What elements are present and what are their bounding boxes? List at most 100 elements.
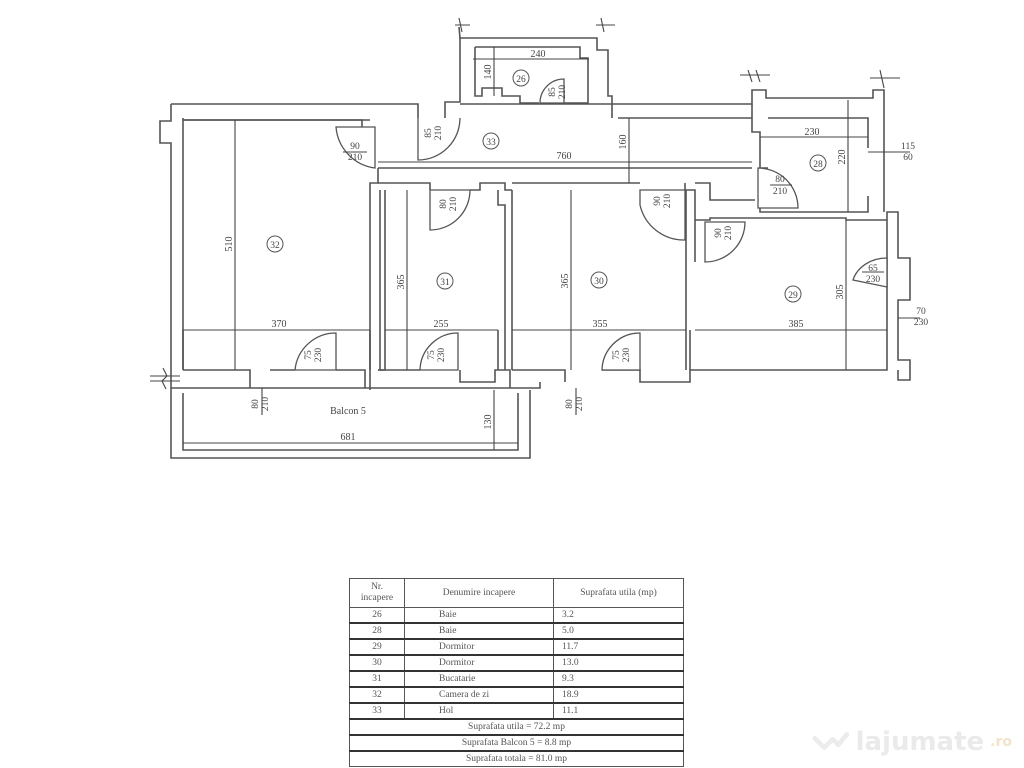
summary-row: Suprafata totala = 81.0 mp (349, 750, 684, 767)
dimension-labels: 240 140 760 160 230 220 510 370 365 255 … (224, 49, 848, 443)
room-name-cell: Hol (404, 702, 554, 720)
room-area-cell: 5.0 (553, 622, 684, 640)
room-name-cell: Baie (404, 607, 554, 624)
room-area-cell: 9.3 (553, 670, 684, 688)
door-height: 210 (449, 197, 459, 212)
room-number: 28 (813, 160, 823, 170)
table-row: 31 Bucatarie 9.3 (349, 670, 684, 688)
room-number: 31 (440, 278, 450, 288)
header-room-number: Nr. incapere (349, 578, 405, 608)
room-number: 26 (516, 75, 526, 85)
window-width: 80 (251, 399, 261, 409)
dimension-lines (183, 47, 920, 450)
dim-label: 385 (789, 319, 804, 330)
watermark-tld: .ro (990, 734, 1012, 750)
door-height: 210 (558, 85, 568, 100)
dim-label: 230 (805, 127, 820, 138)
dim-label: 140 (483, 65, 494, 80)
room-name-cell: Bucatarie (404, 670, 554, 688)
floor-plan: 26 28 29 30 31 32 33 240 140 760 160 230… (150, 17, 928, 459)
window-height: 230 (866, 275, 881, 285)
dim-label: 365 (560, 274, 571, 289)
door-height: 230 (622, 348, 632, 363)
door-height: 230 (437, 348, 447, 363)
watermark-brand: lajumate (855, 727, 985, 757)
handshake-icon (812, 732, 850, 750)
table-row: 30 Dormitor 13.0 (349, 654, 684, 672)
room-number: 32 (270, 241, 280, 251)
dim-label: 370 (272, 319, 287, 330)
table-row: 33 Hol 11.1 (349, 702, 684, 720)
room-numbers: 26 28 29 30 31 32 33 (270, 75, 823, 301)
room-number-cell: 30 (349, 654, 405, 672)
floor-plan-drawing: 26 28 29 30 31 32 33 240 140 760 160 230… (150, 17, 928, 459)
door-height: 210 (434, 126, 444, 141)
room-area-cell: 11.1 (553, 702, 684, 720)
room-area-cell: 18.9 (553, 686, 684, 704)
door-swings (294, 78, 888, 371)
window-height: 230 (914, 318, 929, 328)
room-name-cell: Dormitor (404, 638, 554, 656)
door-height: 230 (314, 348, 324, 363)
door-width: 90 (714, 228, 724, 238)
door-width: 90 (350, 142, 360, 152)
balcony-outline (170, 388, 531, 459)
table-row: 29 Dormitor 11.7 (349, 638, 684, 656)
door-width: 75 (304, 350, 314, 360)
door-width: 90 (653, 196, 663, 206)
balcony-label: Balcon 5 (330, 406, 366, 417)
room-number-cell: 29 (349, 638, 405, 656)
door-width: 80 (439, 199, 449, 209)
dim-label: 255 (434, 319, 449, 330)
door-width: 85 (548, 87, 558, 97)
room-name-cell: Dormitor (404, 654, 554, 672)
door-height: 210 (348, 153, 363, 163)
room-number-cell: 32 (349, 686, 405, 704)
window-height: 210 (575, 397, 585, 412)
dim-label: 681 (341, 432, 356, 443)
window-width: 65 (868, 264, 878, 274)
door-height: 210 (663, 194, 673, 209)
window-width: 80 (565, 399, 575, 409)
dim-label: 355 (593, 319, 608, 330)
dim-label: 365 (396, 275, 407, 290)
room-number-cell: 26 (349, 607, 405, 624)
dim-label: 220 (837, 150, 848, 165)
door-width: 85 (424, 128, 434, 138)
room-area-cell: 13.0 (553, 654, 684, 672)
window-height: 60 (903, 153, 913, 163)
usable-area-total: Suprafata utila = 72.2 mp (349, 718, 684, 736)
dim-label: 760 (557, 151, 572, 162)
total-area: Suprafata totala = 81.0 mp (349, 750, 684, 767)
table-row: 32 Camera de zi 18.9 (349, 686, 684, 704)
dim-label: 160 (618, 135, 629, 150)
room-number-cell: 28 (349, 622, 405, 640)
dim-label: 305 (835, 285, 846, 300)
room-name-cell: Camera de zi (404, 686, 554, 704)
room-area-cell: 3.2 (553, 607, 684, 624)
door-height: 210 (724, 226, 734, 241)
window-width: 115 (901, 142, 915, 152)
watermark-logo: lajumate .ro (812, 722, 1012, 762)
opening-labels: 90 210 85 210 85 210 80 210 90 210 80 21… (251, 85, 928, 412)
break-marks (150, 17, 900, 390)
outer-walls (159, 26, 911, 390)
table-row: 26 Baie 3.2 (349, 607, 684, 624)
header-room-area: Suprafata utila (mp) (553, 578, 684, 608)
room-number: 30 (594, 277, 604, 287)
room-number-cell: 33 (349, 702, 405, 720)
summary-row: Suprafata Balcon 5 = 8.8 mp (349, 734, 684, 752)
door-width: 75 (427, 350, 437, 360)
door-height: 210 (773, 187, 788, 197)
header-room-name: Denumire incapere (404, 578, 554, 608)
dim-label: 510 (224, 237, 235, 252)
dim-label: 240 (531, 49, 546, 60)
door-width: 80 (775, 175, 785, 185)
room-number-cell: 31 (349, 670, 405, 688)
window-height: 210 (261, 397, 271, 412)
room-name-cell: Baie (404, 622, 554, 640)
room-number: 29 (788, 291, 798, 301)
table-row: 28 Baie 5.0 (349, 622, 684, 640)
table-header-row: Nr. incapere Denumire incapere Suprafata… (349, 578, 684, 608)
door-width: 75 (612, 350, 622, 360)
